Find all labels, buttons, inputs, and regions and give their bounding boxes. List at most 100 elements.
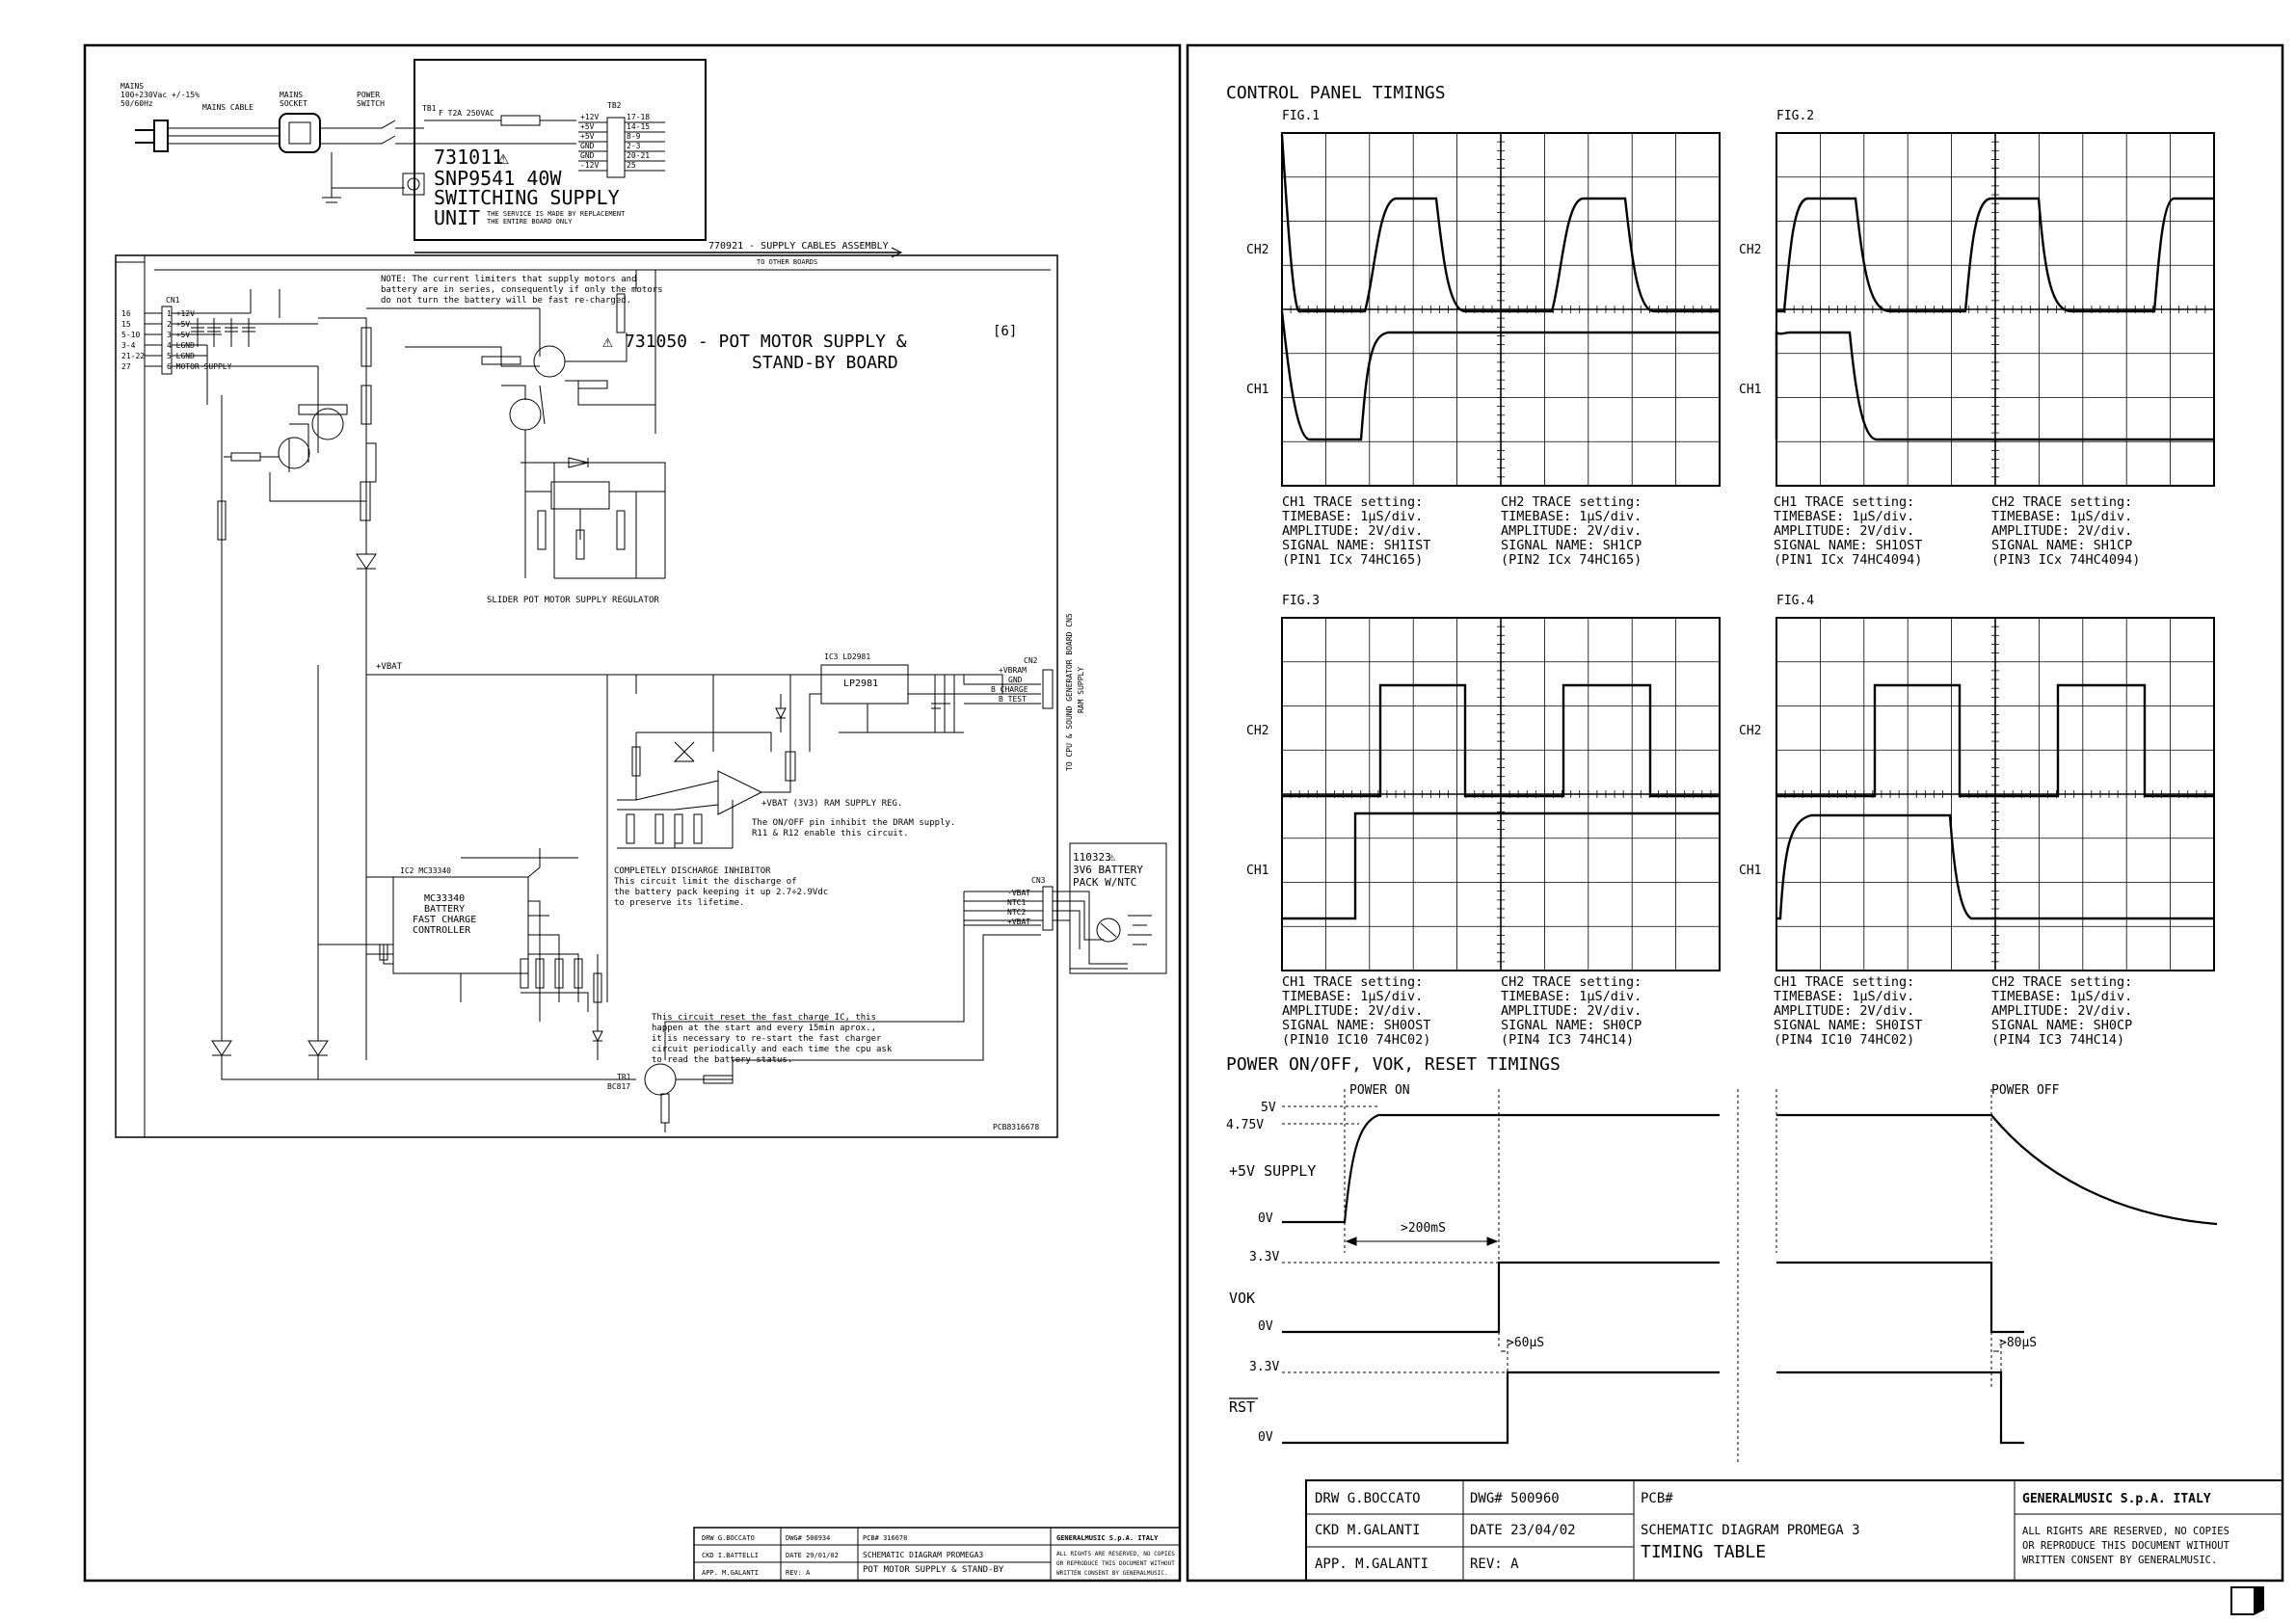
v33-vok-label: 3.3V — [1249, 1250, 1279, 1264]
fig-4-ch2-setting: SIGNAL NAME: SH0CP — [1991, 1018, 2132, 1033]
fig-2-ch1-setting: CH1 TRACE setting: — [1774, 494, 1914, 510]
fig-4-ch1-setting: SIGNAL NAME: SH0IST — [1774, 1018, 1922, 1033]
mains-label: MAINS — [120, 82, 144, 91]
battery-warning-icon: ⚠ — [1108, 850, 1116, 864]
rtb-pcb: PCB# — [1641, 1491, 1673, 1506]
ch1-trace — [1280, 310, 1720, 441]
reset-note-4: circuit periodically and each time the c… — [652, 1045, 893, 1054]
tb-desc-1: SCHEMATIC DIAGRAM PROMEGA3 — [863, 1551, 983, 1559]
v475-label: 4.75V — [1226, 1118, 1264, 1132]
fig-3-scope — [1281, 617, 1721, 971]
fig-4-scope — [1775, 617, 2215, 971]
cn1-pins: 16 1 +12V 15 2 +5V 5-10 3 +5V 3-4 4 LGND… — [121, 309, 232, 371]
tb2-pins: 25 — [627, 161, 636, 170]
fig-1-ch2-setting: CH2 TRACE setting: — [1501, 494, 1642, 510]
battery-code: 110323 — [1073, 851, 1111, 864]
fig-2-ch1-setting: TIMEBASE: 1µS/div. — [1774, 509, 1914, 524]
cn3-connector — [1042, 886, 1054, 931]
ram-reg-label: +VBAT (3V3) RAM SUPPLY REG. — [761, 799, 902, 809]
cn1-pin-no: 3-4 — [121, 341, 136, 350]
ch1-trace — [1282, 812, 1720, 920]
supply-label: +5V SUPPLY — [1229, 1162, 1316, 1180]
battery-name-2: PACK W/NTC — [1073, 876, 1136, 889]
tr1-type: BC817 — [607, 1082, 630, 1091]
tb2-net: GND — [580, 142, 595, 150]
tb2-net: +5V — [580, 122, 595, 131]
fig-4-ch2-setting: (PIN4 IC3 74HC14) — [1991, 1032, 2124, 1048]
ch1-trace — [1775, 330, 2214, 441]
tb2-net: +5V — [580, 132, 595, 141]
fig-1-ch2-label: CH2 — [1246, 243, 1268, 257]
fuse-label: F T2A 250VAC — [439, 109, 494, 118]
tb-desc-2: POT MOTOR SUPPLY & STAND-BY — [863, 1565, 1004, 1575]
tb-rights-1: ALL RIGHTS ARE RESERVED, NO COPIES — [1056, 1551, 1175, 1557]
fig-2-ch2-label: CH2 — [1739, 243, 1761, 257]
tb2-pins: 8-9 — [627, 132, 641, 141]
reset-note-5: to read the battery status. — [652, 1055, 792, 1065]
fig-2-ch1-setting: AMPLITUDE: 2V/div. — [1774, 523, 1914, 539]
cn1-connector — [161, 306, 173, 375]
vok-label: VOK — [1229, 1290, 1255, 1307]
fig-4-ch2-setting: TIMEBASE: 1µS/div. — [1991, 989, 2132, 1004]
cn2-pin: B_TEST — [999, 695, 1027, 704]
lp2981-label: LP2981 — [843, 678, 878, 689]
cn2-pins: +VBRAM GND B_CHARGE B_TEST — [991, 666, 1028, 704]
fig-4-ch2-setting: CH2 TRACE setting: — [1991, 974, 2132, 990]
psu-service-1: THE SERVICE IS MADE BY REPLACEMENT — [487, 210, 626, 218]
cn3-pin: NTC2 — [1007, 908, 1026, 917]
fig-3-ch2-label: CH2 — [1246, 724, 1268, 738]
rtb-company: GENERALMUSIC S.p.A. ITALY — [2022, 1492, 2211, 1506]
left-sheet-text: MAINS 100÷230Vac +/-15% 50/60Hz MAINS CA… — [120, 82, 1143, 1131]
cn3-pin: -VBAT — [1007, 889, 1030, 897]
charger-name-1: MC33340 — [424, 893, 465, 904]
fig-3-ch2-setting: SIGNAL NAME: SH0CP — [1501, 1018, 1642, 1033]
rst-trace-off — [1776, 1370, 2024, 1445]
fig-3-ch1-setting: CH1 TRACE setting: — [1282, 974, 1423, 990]
reset-note-1: This circuit reset the fast charge IC, t… — [652, 1013, 876, 1023]
ch2-trace — [1776, 683, 2214, 798]
ch2-trace — [1282, 683, 1720, 798]
ch2-trace — [1280, 134, 1720, 313]
fig-labels: FIG.1 FIG.2 FIG.3 FIG.4 — [1282, 109, 1814, 608]
fig-2-label: FIG.2 — [1776, 109, 1814, 123]
tb2-pins: 17-18 — [627, 113, 650, 121]
cn1-pin-no: 21-22 — [121, 352, 145, 360]
power-on-label: POWER ON — [1349, 1083, 1410, 1098]
ic3-label: IC3 LD2981 — [824, 652, 870, 661]
right-sheet-frame — [1186, 43, 2284, 1583]
ram-note-2: R11 & R12 enable this circuit. — [752, 829, 909, 838]
fig-4-ch1-setting: (PIN4 IC10 74HC02) — [1774, 1032, 1914, 1048]
left-sheet-frame — [83, 43, 1182, 1583]
psu-code: 731011 — [434, 146, 503, 169]
fig-2-scope — [1775, 132, 2215, 487]
tb2-outputs: +12V 17-18 +5V 14-15 +5V 8-9 GND 2-3 GND… — [580, 113, 650, 170]
fig-2-ch1-setting: SIGNAL NAME: SH1OST — [1774, 538, 1922, 553]
reset-note-3: it is necessary to re-start the fast cha… — [652, 1034, 882, 1044]
tb-rights-3: WRITTEN CONSENT BY GENERALMUSIC. — [1056, 1570, 1168, 1577]
power-off-label: POWER OFF — [1991, 1083, 2060, 1098]
fig-4-ch1-setting: TIMEBASE: 1µS/div. — [1774, 989, 1914, 1004]
ram-supply-label: RAM SUPPLY — [1077, 667, 1085, 713]
board-outline — [115, 254, 1058, 1138]
charger-name-3: FAST CHARGE — [413, 915, 476, 925]
supply-cables-label: 770921 - SUPPLY CABLES ASSEMBLY — [708, 241, 889, 252]
v0-rst-label: 0V — [1258, 1430, 1273, 1445]
fig-1-ch1-setting: AMPLITUDE: 2V/div. — [1282, 523, 1423, 539]
tb2-net: GND — [580, 151, 595, 160]
channel-labels: CH2 CH1 CH2 CH1 CH2 CH1 CH2 CH1 — [1246, 243, 1761, 878]
rtb-drw: DRW G.BOCCATO — [1315, 1491, 1421, 1506]
power-timing-diagram: POWER ON/OFF, VOK, RESET TIMINGS POWER O… — [1226, 1054, 2218, 1465]
power-switch-label-2: SWITCH — [357, 99, 385, 108]
cn1-label: CN1 — [166, 296, 180, 305]
board-title-1: 731050 - POT MOTOR SUPPLY & — [625, 332, 907, 352]
t60-label: >60µS — [1507, 1336, 1544, 1350]
pcb-id: PCB8316678 — [993, 1123, 1039, 1131]
psu-type-2: UNIT — [434, 206, 480, 229]
charger-name-4: CONTROLLER — [413, 925, 471, 936]
rtb-rights-3: WRITTEN CONSENT BY GENERALMUSIC. — [2022, 1555, 2217, 1566]
fig-2-ch2-setting: SIGNAL NAME: SH1CP — [1991, 538, 2132, 553]
rtb-rights-2: OR REPRODUCE THIS DOCUMENT WITHOUT — [2022, 1540, 2230, 1552]
cn1-pin-no: 16 — [121, 309, 131, 318]
tb1-label: TB1 — [422, 104, 437, 113]
